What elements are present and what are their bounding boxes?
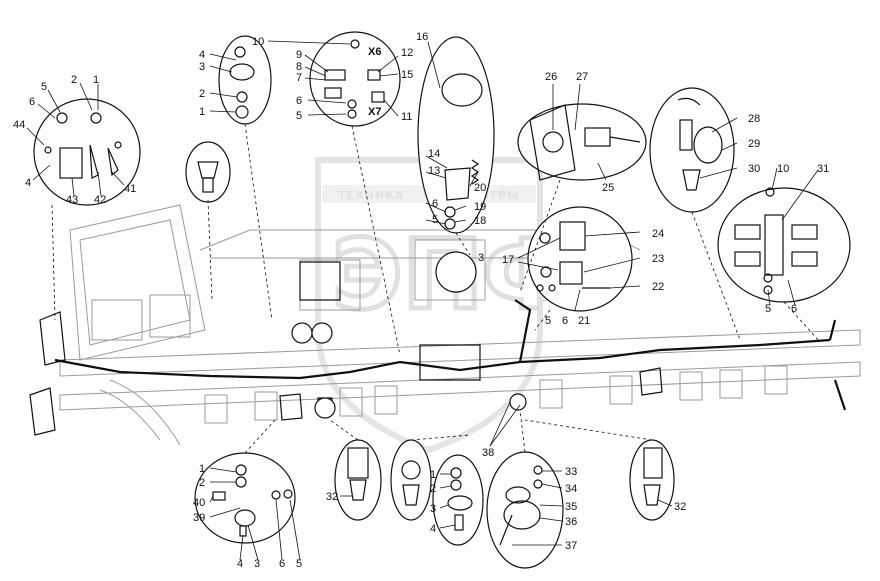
callout-26: 26 <box>545 71 557 83</box>
bubble-sensor-left <box>185 141 231 203</box>
callout-18: 18 <box>474 215 486 227</box>
callout-20: 20 <box>474 182 486 194</box>
callout-16: 16 <box>416 31 428 43</box>
bubble-terminal-block <box>717 187 851 303</box>
callout-25: 25 <box>602 182 614 194</box>
connector-x7-label: X7 <box>368 106 381 118</box>
callout-6-c: 6 <box>432 198 438 210</box>
callout-32-b: 32 <box>674 501 686 513</box>
callout-22: 22 <box>652 281 664 293</box>
bubble-small-harness <box>291 251 527 419</box>
callout-24: 24 <box>652 228 664 240</box>
callout-23: 23 <box>652 253 664 265</box>
callout-1-d: 1 <box>430 469 436 481</box>
callout-5-f: 5 <box>296 558 302 570</box>
callout-30: 30 <box>748 163 760 175</box>
callout-5-d: 5 <box>545 315 551 327</box>
bubble-connectors-x6-x7: X6 X7 <box>309 31 401 127</box>
callout-19: 19 <box>474 201 486 213</box>
callout-29: 29 <box>748 138 760 150</box>
callout-36: 36 <box>565 516 577 528</box>
callout-27: 27 <box>576 71 588 83</box>
leader-lines <box>26 40 819 561</box>
callout-5-b: 5 <box>296 110 302 122</box>
callout-41: 41 <box>124 183 136 195</box>
callout-38: 38 <box>482 447 494 459</box>
callout-4-d: 4 <box>430 523 436 535</box>
callout-10-a: 10 <box>252 36 264 48</box>
callout-numbers: 5 2 1 6 44 4 43 42 41 4 3 2 1 10 9 8 7 6… <box>13 31 829 570</box>
bubble-fastener-bottom-left <box>194 452 296 544</box>
callout-28: 28 <box>748 113 760 125</box>
bubble-buzzer <box>486 451 564 569</box>
callout-6-b: 6 <box>296 95 302 107</box>
callout-2-b: 2 <box>199 88 205 100</box>
connector-x6-label: X6 <box>368 46 381 58</box>
callout-12: 12 <box>401 47 413 59</box>
frame-crossmembers <box>204 365 788 424</box>
callout-1-c: 1 <box>199 463 205 475</box>
callout-21: 21 <box>578 315 590 327</box>
callout-2-a: 2 <box>71 74 77 86</box>
callout-9: 9 <box>296 49 302 61</box>
callout-44: 44 <box>13 119 25 131</box>
callout-6-e: 6 <box>791 303 797 315</box>
callout-4-b: 4 <box>199 49 205 61</box>
callout-34: 34 <box>565 483 577 495</box>
bubble-horn <box>517 103 647 181</box>
callout-5-e: 5 <box>765 303 771 315</box>
callout-31: 31 <box>817 163 829 175</box>
callout-6-a: 6 <box>29 96 35 108</box>
callout-1-b: 1 <box>199 106 205 118</box>
callout-32-a: 32 <box>326 491 338 503</box>
callout-35: 35 <box>565 501 577 513</box>
callout-8: 8 <box>296 61 302 73</box>
callout-40: 40 <box>193 497 205 509</box>
callout-3-c: 3 <box>254 558 260 570</box>
callout-10-b: 10 <box>777 163 789 175</box>
callout-2-c: 2 <box>199 477 205 489</box>
callout-1-a: 1 <box>93 74 99 86</box>
callout-14: 14 <box>428 148 440 160</box>
callout-42: 42 <box>94 194 106 206</box>
bubble-switch-middle <box>527 206 633 312</box>
bubble-fastener-bottom-center <box>432 454 484 546</box>
bubble-sensor-center <box>390 439 432 521</box>
bubble-fastener-top <box>218 35 272 125</box>
bubble-sensor-32-left <box>334 439 382 521</box>
callout-13: 13 <box>428 165 440 177</box>
callout-33: 33 <box>565 466 577 478</box>
callout-5-a: 5 <box>41 81 47 93</box>
callout-6-f: 6 <box>279 558 285 570</box>
callout-3-a: 3 <box>199 61 205 73</box>
callout-11: 11 <box>401 111 412 123</box>
callout-4-c: 4 <box>237 558 243 570</box>
watermark-caption-left: ТЕХНИКА <box>338 189 404 202</box>
callout-39: 39 <box>193 512 205 524</box>
callout-43: 43 <box>66 194 78 206</box>
callout-4-a: 4 <box>25 177 31 189</box>
callout-17: 17 <box>502 254 514 266</box>
callout-3-d: 3 <box>430 503 436 515</box>
callout-15: 15 <box>401 69 413 81</box>
callout-6-d: 6 <box>562 315 568 327</box>
callout-7: 7 <box>296 72 302 84</box>
callout-5-c: 5 <box>432 214 438 226</box>
callout-2-d: 2 <box>430 483 436 495</box>
callout-37: 37 <box>565 540 577 552</box>
bubble-valve-right <box>649 87 735 213</box>
callout-3-b: 3 <box>478 252 484 264</box>
reference-lines <box>51 123 821 454</box>
bubble-sensor-32-right <box>629 439 675 521</box>
